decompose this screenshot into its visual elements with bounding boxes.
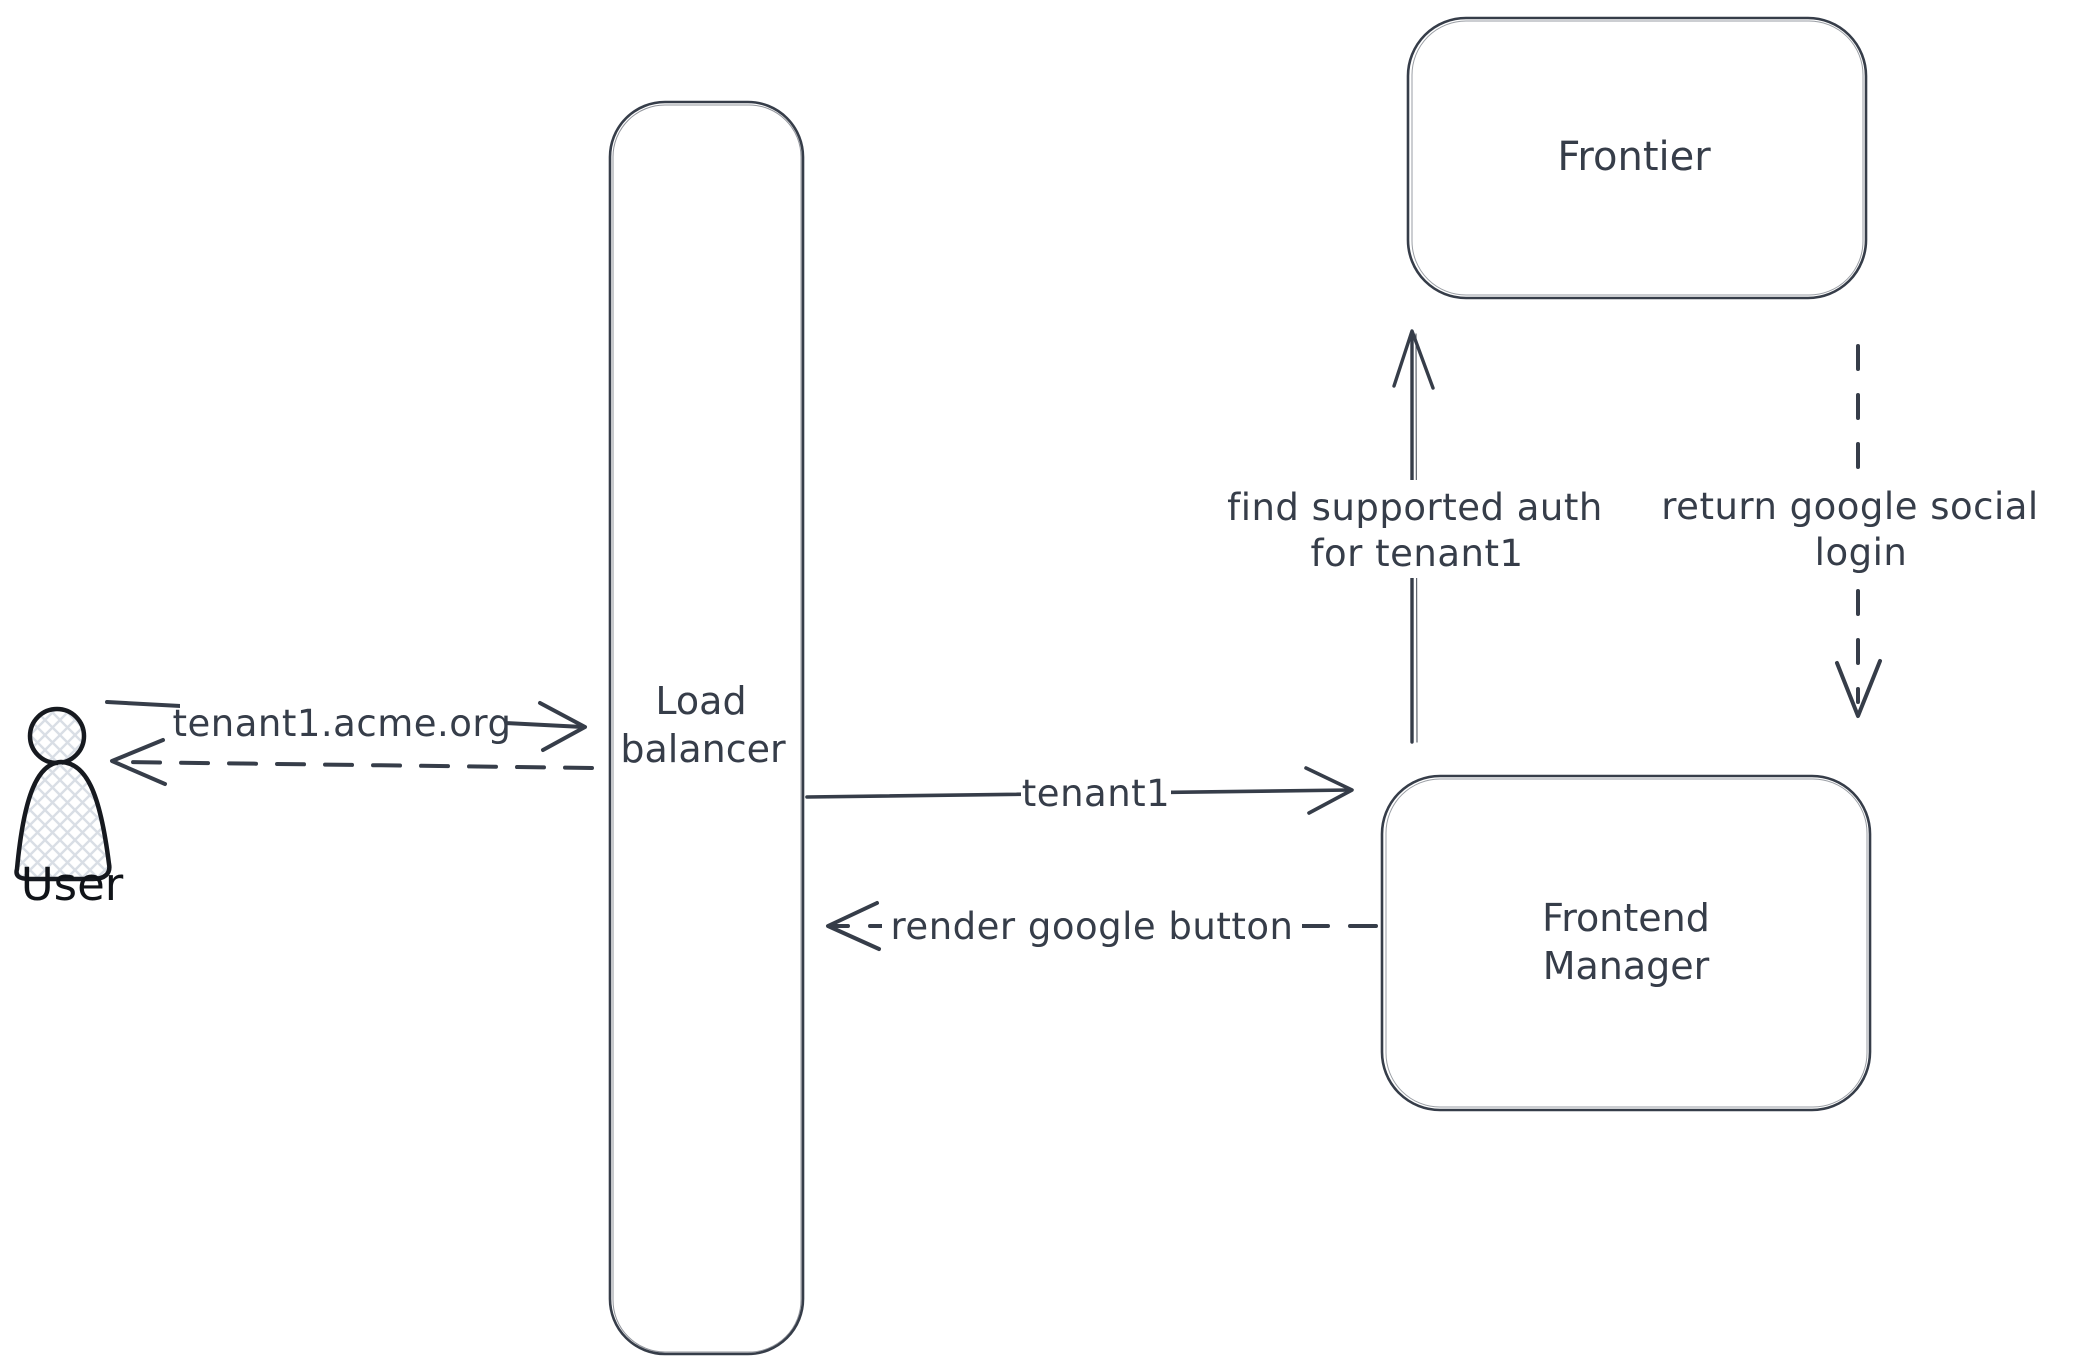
person-icon — [14, 706, 112, 882]
arrow-tenant-request: tenant1.acme.org — [105, 696, 587, 752]
arrow-find-supported-auth-label-bg — [1212, 480, 1618, 578]
arrow-tenant-forward-label: tenant1 — [1022, 772, 1170, 815]
arrow-tenant-forward-head — [1304, 766, 1354, 815]
arrow-tenant-forward: tenant1 — [805, 766, 1354, 816]
arrow-tenant-request-label: tenant1.acme.org — [173, 702, 512, 745]
arrow-response-to-user — [110, 738, 594, 786]
arrow-find-supported-auth-label-line2: for tenant1 — [1310, 532, 1523, 575]
frontend-manager-label-line1: Frontend — [1542, 896, 1710, 940]
arrow-return-google-social-login-head — [1835, 659, 1882, 718]
arrow-return-google-social-login-label-bg — [1650, 478, 2050, 574]
arrow-response-to-user-line — [122, 760, 594, 770]
load-balancer-label-line2: balancer — [620, 727, 786, 771]
arrow-render-google-button: render google button — [826, 898, 1378, 952]
user-label: User — [21, 858, 124, 911]
arrow-tenant-forward-label-bg — [1021, 766, 1171, 816]
arrow-render-google-button-label-bg — [882, 898, 1302, 952]
arrow-render-google-button-label: render google button — [891, 905, 1294, 948]
load-balancer-node — [608, 100, 805, 1356]
arrow-find-supported-auth-label-line1: find supported auth — [1227, 486, 1603, 529]
arrow-tenant-request-label-bg — [180, 696, 506, 748]
arrow-return-google-social-login: return google social login — [1650, 344, 2050, 718]
frontend-manager-label-line2: Manager — [1543, 944, 1710, 988]
arrow-return-google-social-login-label-line1: return google social — [1661, 485, 2038, 528]
arrow-find-supported-auth-head — [1392, 329, 1435, 390]
arrow-response-to-user-head — [110, 738, 167, 786]
frontier-label: Frontier — [1557, 134, 1711, 180]
load-balancer-label-line1: Load — [655, 679, 746, 723]
arrow-find-supported-auth: find supported auth for tenant1 — [1212, 329, 1618, 744]
arrow-return-google-social-login-label-line2: login — [1815, 531, 1908, 574]
arrow-tenant-request-head — [538, 701, 587, 752]
frontend-manager-node — [1380, 774, 1872, 1112]
arrow-render-google-button-head — [826, 901, 881, 951]
frontier-node — [1406, 16, 1868, 300]
